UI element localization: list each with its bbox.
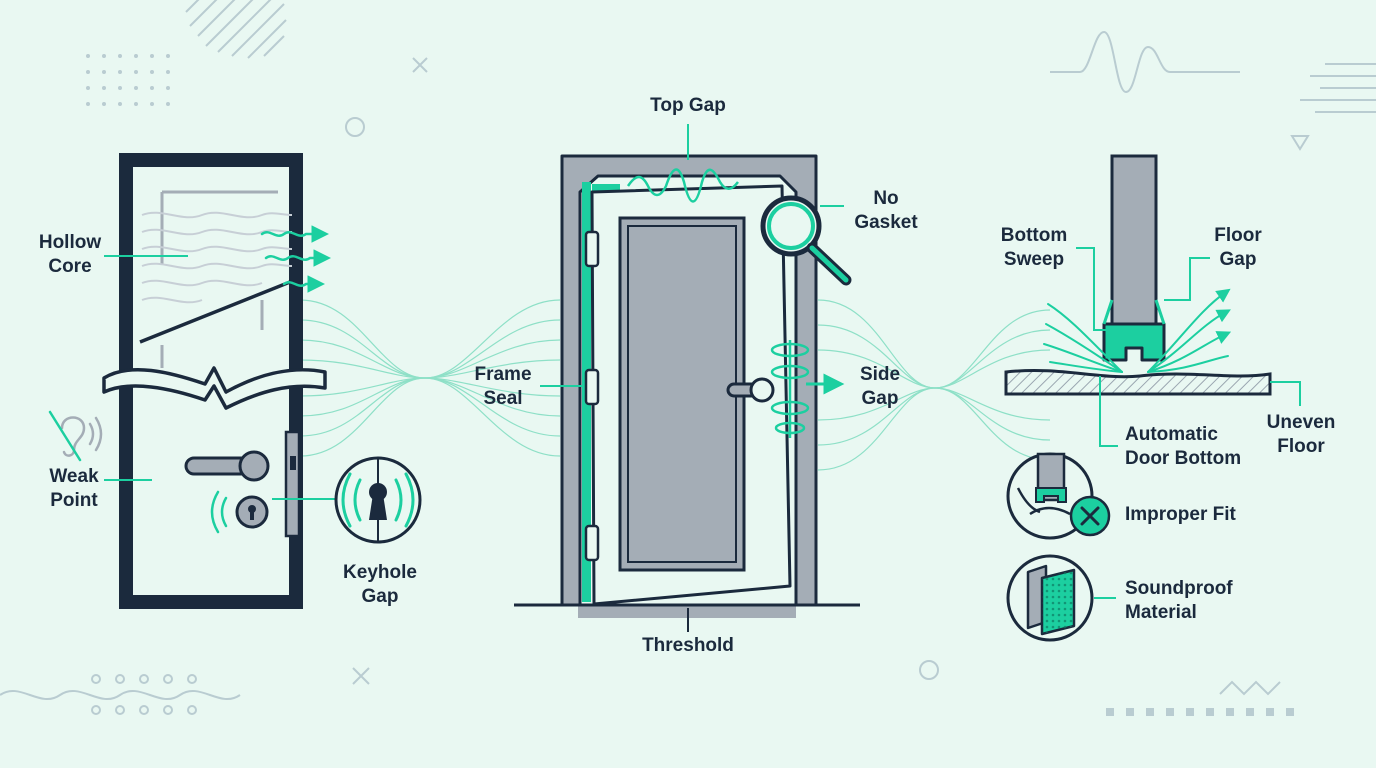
label-soundproof-material: Soundproof Material bbox=[1125, 578, 1233, 623]
crack-line bbox=[102, 366, 327, 410]
door-panel bbox=[618, 216, 746, 572]
label-automatic-door-bottom: Automatic Door Bottom bbox=[1125, 424, 1242, 469]
label-frame-seal: Frame Seal bbox=[474, 364, 532, 409]
left-door bbox=[102, 153, 340, 609]
label-top-gap: Top Gap bbox=[650, 95, 726, 116]
background-decor bbox=[0, 0, 1376, 701]
improper-fit-icon bbox=[1006, 452, 1111, 540]
door-bottom-detail bbox=[1004, 154, 1301, 447]
keyhole-magnified-icon bbox=[334, 456, 422, 544]
top-gap-wave bbox=[626, 168, 739, 203]
automatic-door-bottom bbox=[1102, 322, 1166, 362]
sound-wave-connector-right bbox=[817, 299, 1051, 471]
door-hinges bbox=[584, 230, 600, 562]
floor-gap-airflow bbox=[1043, 288, 1232, 373]
label-improper-fit: Improper Fit bbox=[1125, 504, 1236, 525]
door-handle bbox=[726, 377, 775, 403]
label-uneven-floor: Uneven Floor bbox=[1266, 412, 1336, 457]
door-frame bbox=[560, 154, 818, 607]
hollow-core-waves bbox=[141, 211, 293, 304]
x-mark-icon bbox=[1069, 495, 1111, 537]
striped-circle-decor bbox=[185, 0, 287, 59]
magnifier-icon bbox=[760, 195, 852, 286]
left-leader-lines bbox=[104, 255, 188, 481]
keyhole-plate bbox=[235, 495, 269, 529]
label-weak-point: Weak Point bbox=[49, 466, 99, 511]
center-door bbox=[514, 124, 860, 632]
dot-grid-decor bbox=[86, 54, 1294, 716]
label-side-gap: Side Gap bbox=[859, 364, 901, 409]
door-latch-plate bbox=[284, 430, 301, 538]
acoustic-panel-icon bbox=[1006, 554, 1116, 642]
escaping-sound-arrows bbox=[260, 225, 331, 293]
label-keyhole-gap: Keyhole Gap bbox=[343, 562, 417, 607]
door-handle bbox=[184, 450, 270, 482]
label-no-gasket: No Gasket bbox=[854, 188, 918, 233]
label-bottom-sweep: Bottom Sweep bbox=[1000, 225, 1068, 270]
keyhole-sound-arcs bbox=[210, 490, 228, 534]
ring-dots-decor bbox=[91, 674, 197, 715]
sound-wave-connector-left bbox=[299, 299, 561, 457]
side-gap-waves bbox=[770, 340, 810, 438]
label-hollow-core: Hollow Core bbox=[38, 232, 102, 277]
door-edge bbox=[1110, 154, 1158, 348]
uneven-floor bbox=[1004, 368, 1272, 396]
ear-muted-icon bbox=[48, 410, 103, 462]
label-floor-gap: Floor Gap bbox=[1214, 225, 1262, 270]
label-threshold: Threshold bbox=[642, 635, 734, 656]
